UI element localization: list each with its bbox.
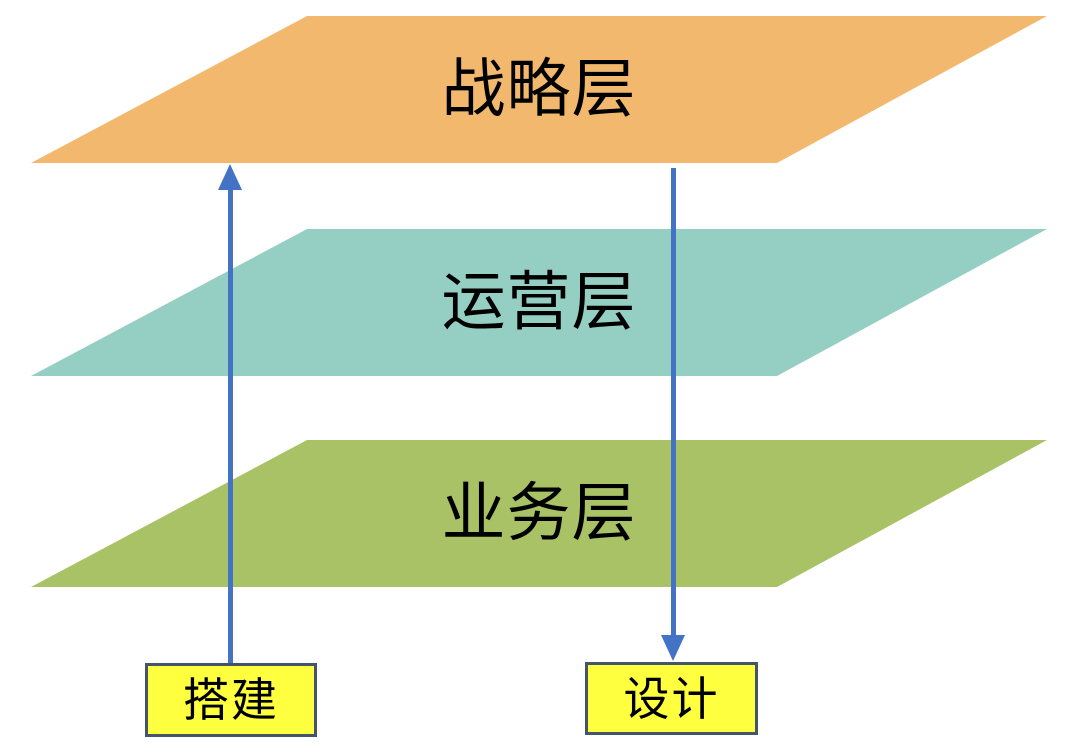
layer-business-label: 业务层 bbox=[441, 476, 637, 551]
build-label: 搭建 bbox=[183, 673, 279, 727]
layer-operations-label: 运营层 bbox=[441, 265, 637, 340]
design-label-box: 设计 bbox=[585, 662, 758, 735]
design-label: 设计 bbox=[623, 671, 720, 726]
build-arrow-line bbox=[228, 188, 233, 664]
arrow-down-icon bbox=[661, 635, 685, 661]
layer-business: 业务层 bbox=[31, 440, 1047, 587]
build-label-box: 搭建 bbox=[145, 663, 317, 737]
layer-operations: 运营层 bbox=[31, 229, 1047, 376]
design-arrow-line bbox=[671, 168, 676, 636]
arrow-up-icon bbox=[218, 164, 242, 190]
layer-strategy: 战略层 bbox=[31, 16, 1047, 163]
layer-strategy-label: 战略层 bbox=[441, 52, 637, 127]
